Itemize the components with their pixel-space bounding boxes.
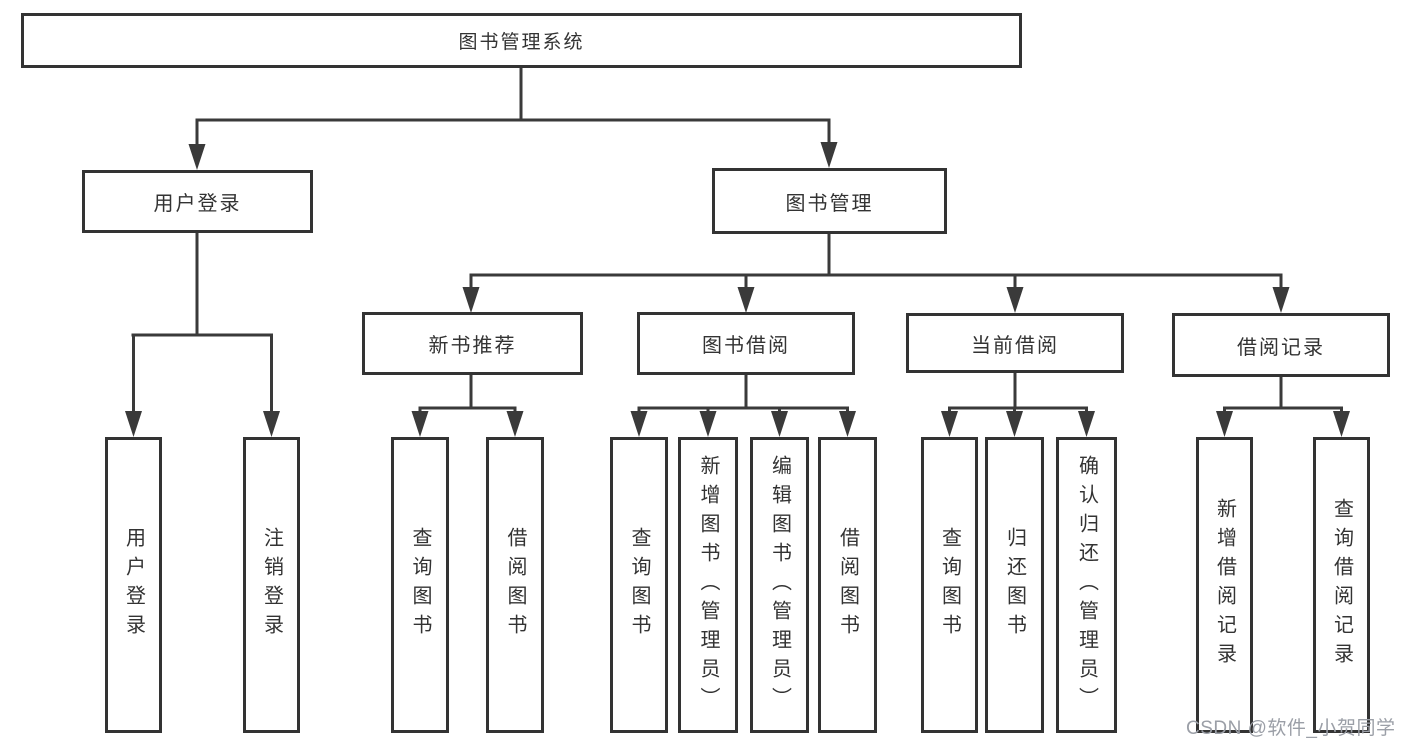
node-root-library-system: 图书管理系统 [21, 13, 1022, 68]
node-label: 新增图书（管理员） [697, 454, 719, 716]
node-book-borrowing: 图书借阅 [637, 312, 855, 375]
leaf-edit-book-admin: 编辑图书（管理员） [750, 437, 809, 733]
node-label: 图书借阅 [702, 335, 790, 357]
node-label: 借阅图书 [836, 527, 859, 643]
node-label: 当前借阅 [971, 334, 1059, 357]
leaf-query-books-current: 查询图书 [921, 437, 978, 733]
node-label: 注销登录 [260, 527, 283, 643]
node-label: 借阅记录 [1237, 336, 1325, 359]
leaf-query-borrow-record: 查询借阅记录 [1313, 437, 1370, 733]
leaf-query-books-borrowing: 查询图书 [610, 437, 668, 733]
node-label: 借阅图书 [504, 527, 526, 643]
leaf-borrow-books-borrowing: 借阅图书 [818, 437, 877, 733]
leaf-add-borrow-record: 新增借阅记录 [1196, 437, 1253, 733]
watermark: CSDN @软件_小贺同学 [1186, 718, 1396, 739]
node-book-management: 图书管理 [712, 168, 947, 234]
leaf-borrow-books-recommend: 借阅图书 [486, 437, 544, 733]
node-label: 查询图书 [409, 527, 431, 643]
node-current-borrowing: 当前借阅 [906, 313, 1124, 373]
leaf-add-book-admin: 新增图书（管理员） [678, 437, 738, 733]
node-label: 新增借阅记录 [1213, 498, 1236, 672]
leaf-query-books-recommend: 查询图书 [391, 437, 449, 733]
leaf-confirm-return-admin: 确认归还（管理员） [1056, 437, 1117, 733]
node-new-book-recommend: 新书推荐 [362, 312, 583, 375]
leaf-logout: 注销登录 [243, 437, 300, 733]
node-label: 用户登录 [122, 527, 145, 643]
node-label: 图书管理系统 [458, 32, 585, 53]
node-user-login: 用户登录 [82, 170, 313, 233]
node-borrowing-records: 借阅记录 [1172, 313, 1390, 377]
leaf-return-book: 归还图书 [985, 437, 1044, 733]
node-label: 归还图书 [1003, 527, 1026, 643]
node-label: 图书管理 [785, 192, 874, 215]
node-label: 确认归还（管理员） [1075, 454, 1098, 716]
node-label: 用户登录 [153, 193, 242, 215]
node-label: 查询图书 [938, 527, 961, 643]
leaf-user-login: 用户登录 [105, 437, 162, 733]
node-label: 查询图书 [628, 527, 650, 643]
node-label: 查询借阅记录 [1330, 498, 1353, 672]
node-label: 编辑图书（管理员） [768, 454, 791, 716]
node-label: 新书推荐 [428, 335, 517, 357]
